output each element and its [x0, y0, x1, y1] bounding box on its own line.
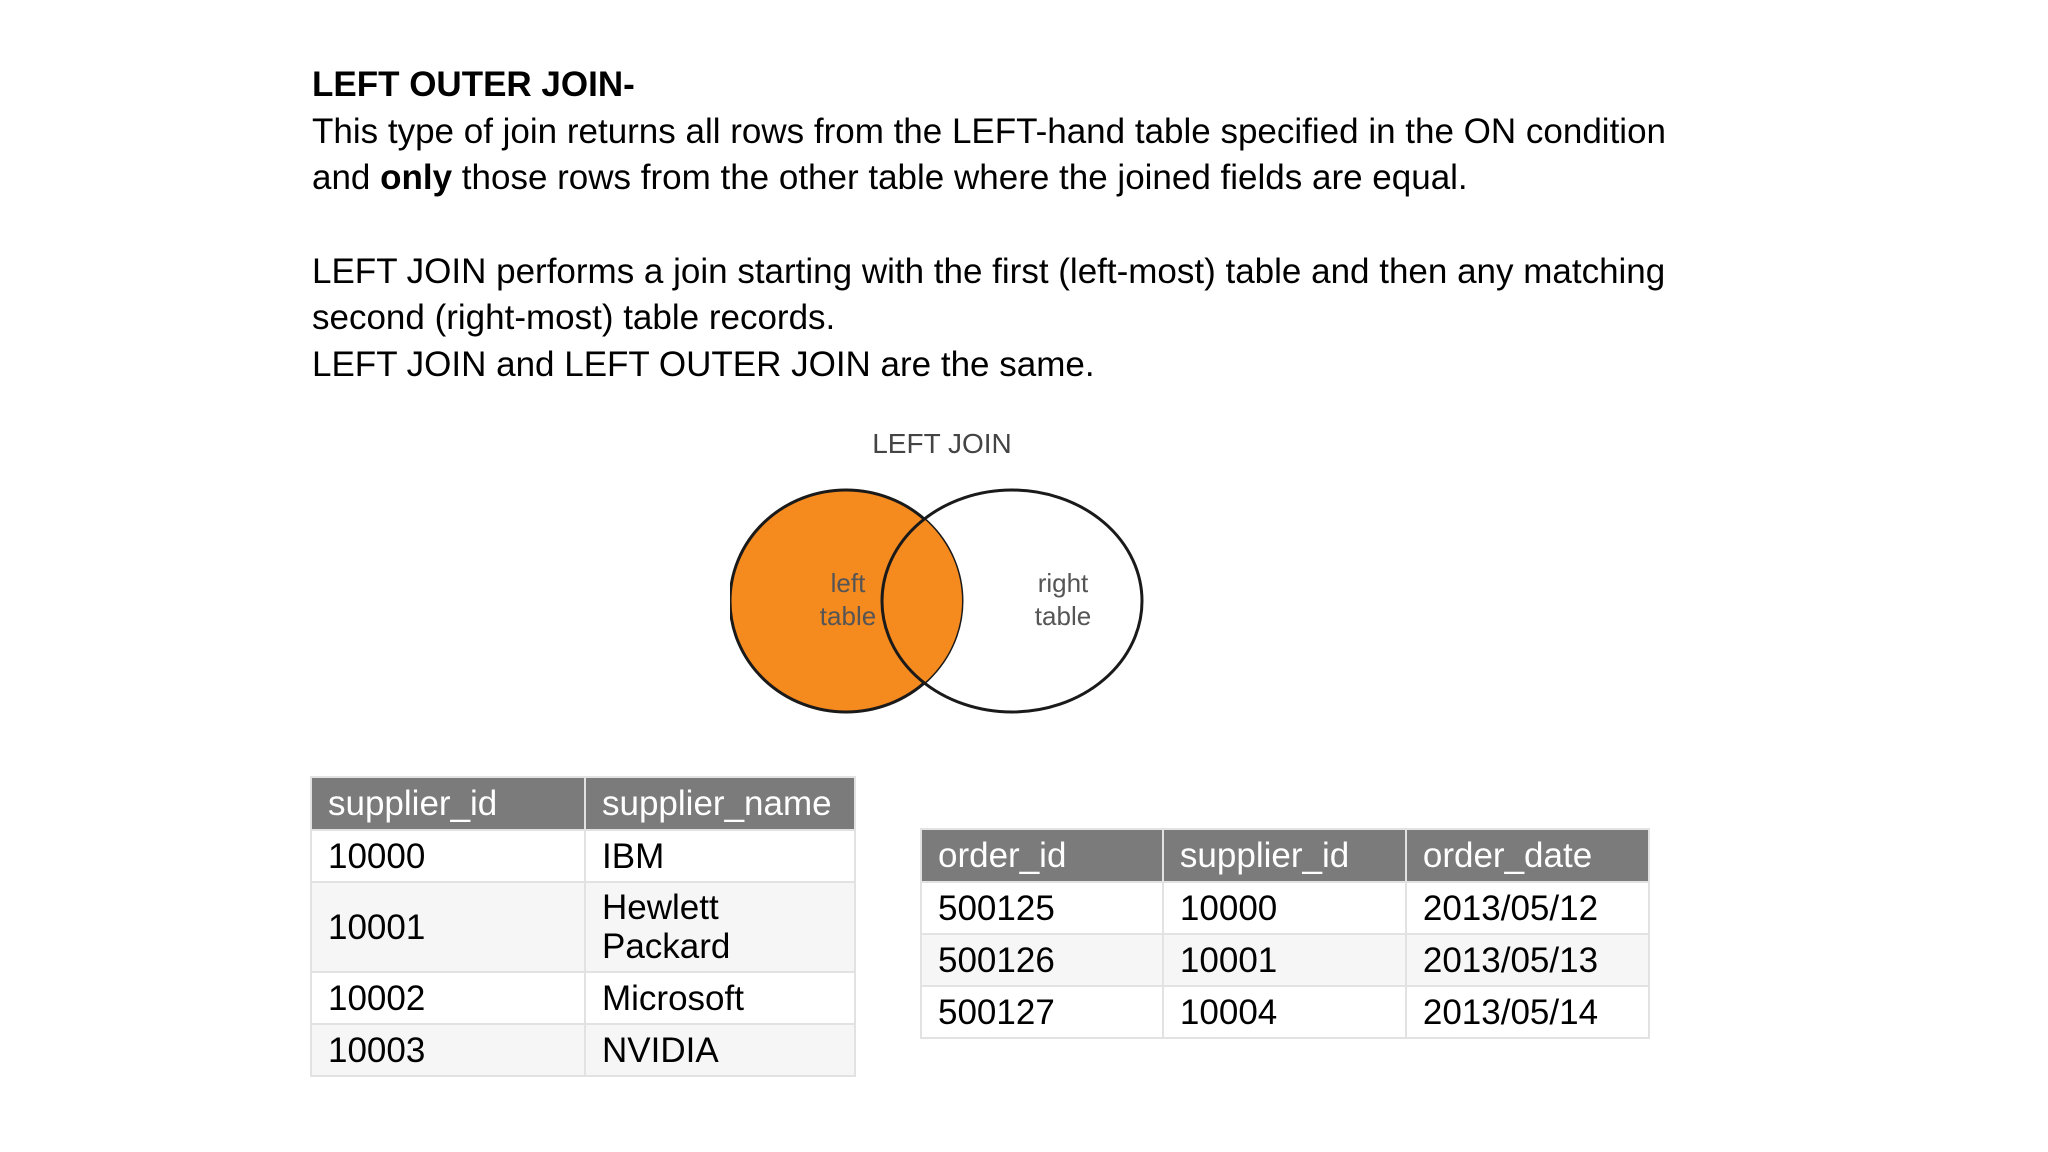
left-label-line2: table: [820, 601, 876, 631]
suppliers-table: supplier_id supplier_name 10000 IBM 1000…: [310, 776, 856, 1077]
right-label-line1: right: [1038, 568, 1089, 598]
table-cell: 10000: [1161, 881, 1407, 935]
column-header: supplier_name: [584, 776, 856, 831]
table-cell: IBM: [584, 829, 856, 883]
right-table-circle: [880, 488, 1144, 714]
paragraph1-line2-prefix: and: [312, 158, 381, 197]
table-row: 500127 10004 2013/05/14: [920, 985, 1651, 1039]
table-cell: 10003: [310, 1023, 586, 1077]
emphasis-only: only: [380, 158, 453, 197]
table-cell: 10004: [1161, 985, 1407, 1039]
column-header: supplier_id: [1161, 828, 1407, 883]
column-header: supplier_id: [310, 776, 586, 831]
orders-table: order_id supplier_id order_date 500125 1…: [920, 828, 1651, 1039]
table-cell: 500126: [920, 933, 1164, 987]
table-row: 10001 Hewlett Packard: [310, 881, 856, 973]
paragraph1-line1: This type of join returns all rows from …: [312, 111, 1666, 151]
table-cell: 2013/05/13: [1404, 933, 1651, 987]
table-cell: Microsoft: [584, 971, 856, 1025]
description-text: LEFT OUTER JOIN- This type of join retur…: [312, 62, 1752, 388]
table-cell: 10001: [310, 881, 586, 973]
table-cell: 10000: [310, 829, 586, 883]
column-header: order_date: [1404, 828, 1651, 883]
left-join-venn-diagram: LEFT JOIN left table right table: [730, 428, 1144, 714]
table-row: 10002 Microsoft: [310, 971, 856, 1025]
table-cell: 500127: [920, 985, 1164, 1039]
table-cell: 10002: [310, 971, 586, 1025]
table-cell: 500125: [920, 881, 1164, 935]
column-header: order_id: [920, 828, 1164, 883]
table-row: 10000 IBM: [310, 829, 856, 883]
table-row: 500125 10000 2013/05/12: [920, 881, 1651, 935]
right-label-line2: table: [1035, 601, 1091, 631]
heading: LEFT OUTER JOIN-: [312, 65, 635, 104]
table-cell: NVIDIA: [584, 1023, 856, 1077]
table-row: 10003 NVIDIA: [310, 1023, 856, 1077]
paragraph1-line2-suffix: those rows from the other table where th…: [452, 158, 1468, 197]
table-row: 500126 10001 2013/05/13: [920, 933, 1651, 987]
table-cell: 10001: [1161, 933, 1407, 987]
left-label-line1: left: [831, 568, 866, 598]
venn-title: LEFT JOIN: [872, 428, 1012, 459]
table-cell: 2013/05/12: [1404, 881, 1651, 935]
table-header-row: supplier_id supplier_name: [310, 776, 856, 831]
paragraph1-line2: and only those rows from the other table…: [312, 155, 1752, 202]
paragraph2-line1: LEFT JOIN performs a join starting with …: [312, 251, 1666, 291]
table-header-row: order_id supplier_id order_date: [920, 828, 1651, 883]
table-cell: 2013/05/14: [1404, 985, 1651, 1039]
table-cell: Hewlett Packard: [584, 881, 856, 973]
paragraph2-line2: second (right-most) table records.: [312, 298, 836, 337]
paragraph2-line3: LEFT JOIN and LEFT OUTER JOIN are the sa…: [312, 344, 1095, 384]
